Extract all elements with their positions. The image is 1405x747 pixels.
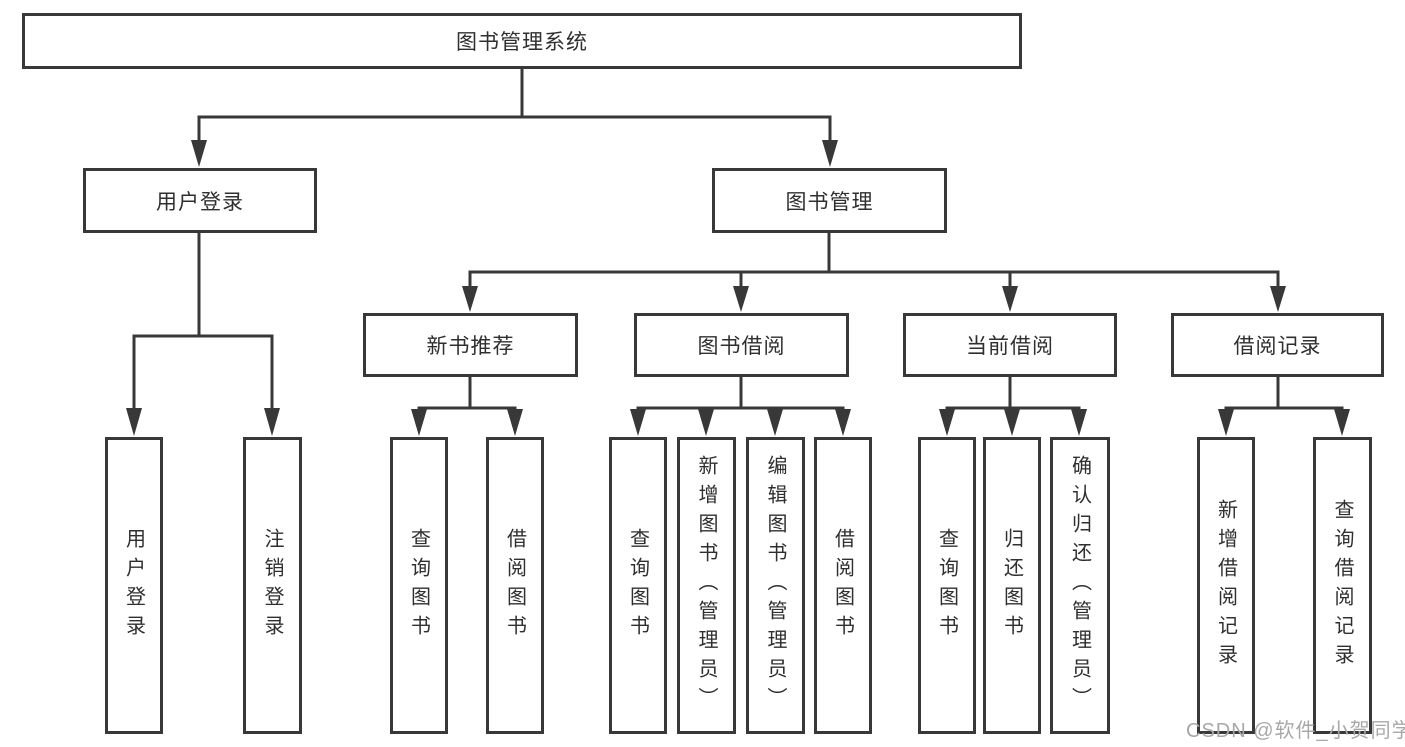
node-label: 当前借阅 <box>966 335 1054 358</box>
leaf-label: 注销登录 <box>261 527 283 644</box>
leaf-query-books-recommend: 查询图书 <box>390 437 448 734</box>
leaf-borrow-books-recommend: 借阅图书 <box>486 437 544 734</box>
leaf-user-login: 用户登录 <box>105 437 163 734</box>
csdn-watermark: CSDN @软件_小贺同学 <box>1186 720 1405 742</box>
leaf-add-borrow-record: 新增借阅记录 <box>1197 437 1255 734</box>
leaf-label: 查询图书 <box>935 527 958 644</box>
leaf-label: 借阅图书 <box>503 527 526 644</box>
node-book-management: 图书管理 <box>712 168 947 233</box>
leaf-return-books: 归还图书 <box>983 437 1041 734</box>
leaf-confirm-return-admin: 确认归还（管理员） <box>1050 437 1110 734</box>
node-book-borrow: 图书借阅 <box>634 313 849 377</box>
leaf-add-book-admin: 新增图书（管理员） <box>677 437 736 734</box>
leaf-label: 查询借阅记录 <box>1331 498 1353 673</box>
leaf-label: 编辑图书（管理员） <box>764 455 786 716</box>
node-root-label: 图书管理系统 <box>456 31 588 54</box>
node-borrow-records: 借阅记录 <box>1171 313 1384 377</box>
leaf-label: 借阅图书 <box>831 527 854 644</box>
leaf-query-books-current: 查询图书 <box>918 437 976 734</box>
leaf-label: 新增借阅记录 <box>1214 498 1237 673</box>
leaf-query-borrow-record: 查询借阅记录 <box>1313 437 1372 734</box>
arrowheads <box>126 140 1350 436</box>
node-label: 新书推荐 <box>426 335 515 358</box>
connector-lines <box>132 67 1344 411</box>
leaf-borrow-books: 借阅图书 <box>814 437 872 734</box>
leaf-label: 查询图书 <box>626 527 649 644</box>
leaf-query-books-borrow: 查询图书 <box>609 437 667 734</box>
leaf-label: 归还图书 <box>1000 527 1023 644</box>
leaf-label: 查询图书 <box>407 527 430 644</box>
leaf-logout: 注销登录 <box>243 437 302 734</box>
leaf-label: 用户登录 <box>122 527 145 644</box>
node-label: 用户登录 <box>156 190 244 214</box>
node-new-book-recommend: 新书推荐 <box>363 313 578 377</box>
node-label: 借阅记录 <box>1233 335 1322 358</box>
leaf-label: 新增图书（管理员） <box>695 455 717 716</box>
node-user-login-group: 用户登录 <box>83 168 317 233</box>
node-current-borrow: 当前借阅 <box>903 313 1117 377</box>
leaf-edit-book-admin: 编辑图书（管理员） <box>746 437 805 734</box>
node-label: 图书借阅 <box>697 335 786 358</box>
leaf-label: 确认归还（管理员） <box>1068 455 1091 716</box>
node-root: 图书管理系统 <box>22 13 1022 69</box>
node-label: 图书管理 <box>785 190 874 214</box>
